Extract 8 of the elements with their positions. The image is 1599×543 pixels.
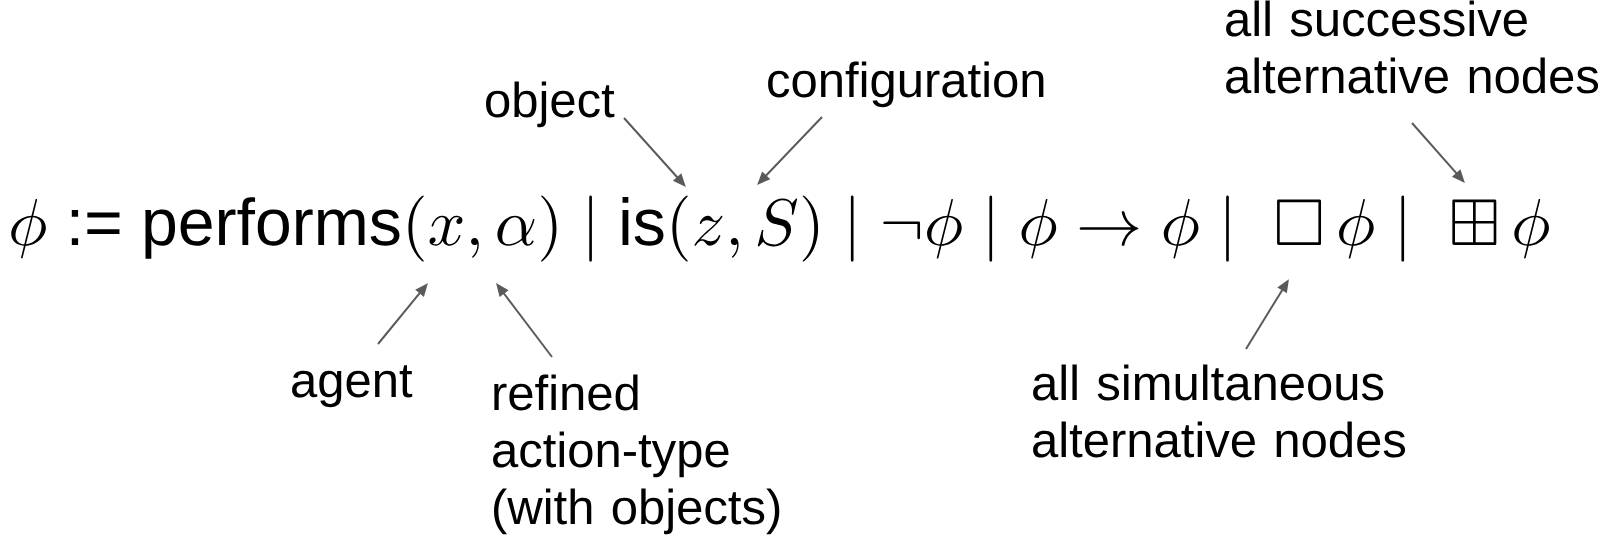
leader-line	[757, 116, 823, 185]
callout-text: all simultaneous alternative nodes	[1033, 364, 1406, 458]
formula: $\phi \mathrel{\textsf{:=}} \textsf{performs}(x, \alpha) \mid \textsf{is}(z, S) \mid \neg\phi \mid \phi \rightarrow \phi \mid\; \square\,\phi \mid\; \boxplus\,\phi$	[11, 195, 1549, 262]
callout-text: all successive alternative nodes	[1226, 0, 1599, 94]
callout-text: refined action-type (with objects)	[493, 374, 780, 535]
callout-text: object	[486, 81, 615, 128]
callout-text: configuration	[768, 61, 1044, 108]
callout-text: agent	[292, 365, 413, 408]
